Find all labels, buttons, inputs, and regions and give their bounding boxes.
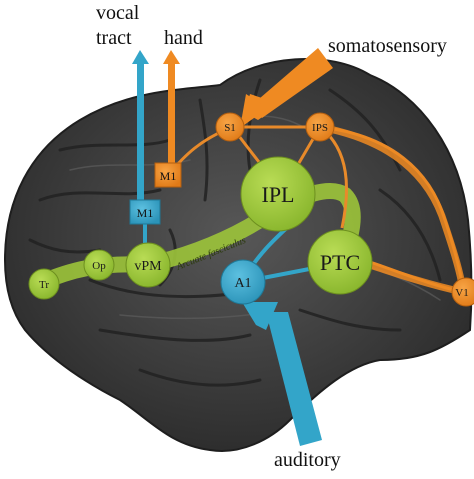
m1-vocal-label: M1 bbox=[137, 206, 154, 220]
auditory-arrow bbox=[242, 302, 322, 446]
node-s1: S1 bbox=[215, 112, 245, 142]
m1-hand-box: M1 bbox=[154, 162, 182, 188]
node-ipl-label: IPL bbox=[262, 182, 295, 207]
node-a1-label: A1 bbox=[234, 276, 251, 291]
node-s1-label: S1 bbox=[224, 122, 236, 134]
m1-vocal-box: M1 bbox=[129, 199, 161, 225]
node-ipl: IPL bbox=[240, 156, 316, 232]
hand-label: hand bbox=[164, 27, 203, 49]
vocal-tract-arrow bbox=[132, 50, 149, 204]
somatosensory-label: somatosensory bbox=[328, 35, 447, 57]
node-v1-label: V1 bbox=[455, 287, 468, 299]
vocal-label: vocal bbox=[96, 2, 140, 24]
brain-hemisphere bbox=[3, 58, 473, 452]
tract-label: tract bbox=[96, 27, 132, 49]
node-vpm: vPM bbox=[125, 242, 171, 288]
node-ptc: PTC bbox=[307, 229, 373, 295]
node-op-label: Op bbox=[92, 260, 106, 272]
node-tr: Tr bbox=[28, 268, 60, 300]
node-v1: V1 bbox=[451, 277, 474, 307]
hand-arrow bbox=[163, 50, 180, 166]
auditory-label: auditory bbox=[274, 449, 341, 471]
somatosensory-arrow bbox=[240, 48, 333, 128]
node-ptc-label: PTC bbox=[320, 250, 360, 275]
node-a1: A1 bbox=[220, 259, 266, 305]
node-vpm-label: vPM bbox=[134, 259, 162, 274]
node-tr-label: Tr bbox=[39, 279, 49, 291]
node-op: Op bbox=[83, 249, 115, 281]
node-ips-label: IPS bbox=[312, 122, 328, 134]
node-ips: IPS bbox=[305, 112, 335, 142]
m1-hand-label: M1 bbox=[160, 169, 177, 183]
